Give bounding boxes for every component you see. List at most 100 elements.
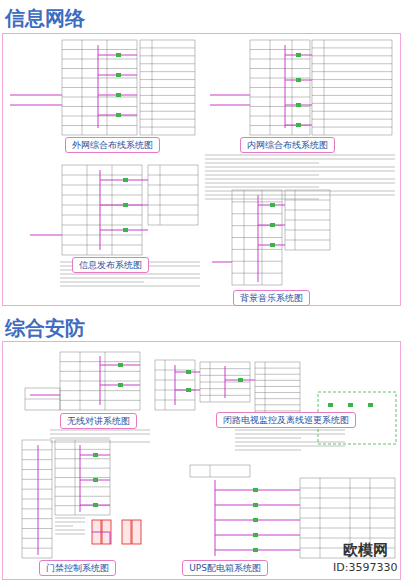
note-stroke xyxy=(60,282,144,283)
riser-wire xyxy=(30,395,60,396)
table-row xyxy=(62,125,137,126)
table-col xyxy=(265,362,266,417)
device-symbol xyxy=(118,383,123,387)
device-symbol xyxy=(296,78,301,82)
note-stroke xyxy=(205,187,319,188)
note-stroke xyxy=(60,278,200,279)
table-row xyxy=(140,71,195,72)
device-symbol xyxy=(368,403,373,407)
table-row xyxy=(55,496,110,497)
table-row xyxy=(250,68,310,69)
device-symbol xyxy=(238,378,243,382)
table-grid xyxy=(140,40,195,135)
note-stroke xyxy=(50,438,110,439)
riser-wire xyxy=(110,532,111,544)
table-frame xyxy=(55,440,110,515)
table-grid xyxy=(312,40,392,135)
table-row xyxy=(62,175,142,176)
diagram-title-box: 闭路电视监控及离线巡更系统图 xyxy=(216,412,356,428)
table-row xyxy=(255,368,300,369)
riser-wire xyxy=(38,445,39,555)
note-stroke xyxy=(55,530,85,531)
riser-wire xyxy=(92,532,110,533)
table-frame xyxy=(148,165,198,225)
watermark: 欧模网 xyxy=(343,541,388,560)
table-row xyxy=(148,185,198,186)
device-symbol xyxy=(348,403,353,407)
table-row xyxy=(22,449,52,450)
table-row xyxy=(62,97,137,98)
table-row xyxy=(232,273,282,274)
table-grid xyxy=(155,360,195,410)
device-symbol xyxy=(270,243,275,247)
table-col xyxy=(270,40,271,135)
riser-wire xyxy=(225,366,226,398)
table-row xyxy=(62,225,142,226)
table-row xyxy=(250,59,310,60)
table-row xyxy=(285,240,330,241)
device-symbol xyxy=(186,388,191,392)
table-row xyxy=(300,508,395,509)
table-frame xyxy=(155,360,195,410)
note-stroke xyxy=(55,526,73,527)
note-stroke xyxy=(55,534,85,535)
table-col xyxy=(160,165,161,225)
device-symbol xyxy=(296,53,301,57)
device-symbol xyxy=(116,73,121,77)
diagram-title: 门禁控制系统图 xyxy=(45,563,110,573)
table-frame xyxy=(62,165,142,255)
note-stroke xyxy=(60,274,200,275)
diagram-title-box: 无线对讲系统图 xyxy=(60,413,137,429)
device-symbol xyxy=(296,103,301,107)
riser-wire xyxy=(215,480,216,556)
section-heading: 综合安防 xyxy=(5,315,85,342)
note-stroke xyxy=(205,195,395,196)
table-row xyxy=(232,213,282,214)
table-row xyxy=(148,175,198,176)
table-col xyxy=(324,40,325,135)
table-row xyxy=(22,538,52,539)
table-row xyxy=(255,374,300,375)
note-stroke xyxy=(235,442,345,443)
table-col xyxy=(107,40,108,135)
diagram-title-box: 内网综合布线系统图 xyxy=(240,137,335,153)
table-row xyxy=(62,235,142,236)
table-col xyxy=(87,165,88,255)
riser-wire xyxy=(285,45,286,128)
table-frame xyxy=(312,40,392,135)
note-stroke xyxy=(50,442,150,443)
table-row xyxy=(232,261,282,262)
note-stroke xyxy=(205,191,395,192)
device-symbol xyxy=(118,363,123,367)
table-row xyxy=(22,528,52,529)
diagram-title: 内网综合布线系统图 xyxy=(246,140,329,150)
table-row xyxy=(300,528,395,529)
table-row xyxy=(285,220,330,221)
table-row xyxy=(300,488,395,489)
table-col xyxy=(262,190,263,285)
table-row xyxy=(55,477,110,478)
table-row xyxy=(22,489,52,490)
diagram-title: 闭路电视监控及离线巡更系统图 xyxy=(222,415,350,425)
table-row xyxy=(300,538,395,539)
riser-wire xyxy=(98,45,99,128)
table-row xyxy=(232,237,282,238)
table-grid xyxy=(55,440,110,515)
note-stroke xyxy=(205,179,395,180)
table-grid xyxy=(250,40,310,135)
watermark: ID:3597330 xyxy=(333,561,397,574)
table-col xyxy=(210,465,211,477)
table-grid xyxy=(232,190,282,285)
table-row xyxy=(140,47,195,48)
note-stroke xyxy=(205,183,395,184)
table-row xyxy=(148,195,198,196)
section-heading: 信息网络 xyxy=(5,5,85,32)
riser-wire xyxy=(10,105,62,106)
table-col xyxy=(152,40,153,135)
table-row xyxy=(285,210,330,211)
device-symbol xyxy=(116,93,121,97)
table-row xyxy=(55,486,110,487)
table-row xyxy=(148,215,198,216)
table-frame xyxy=(190,465,250,477)
